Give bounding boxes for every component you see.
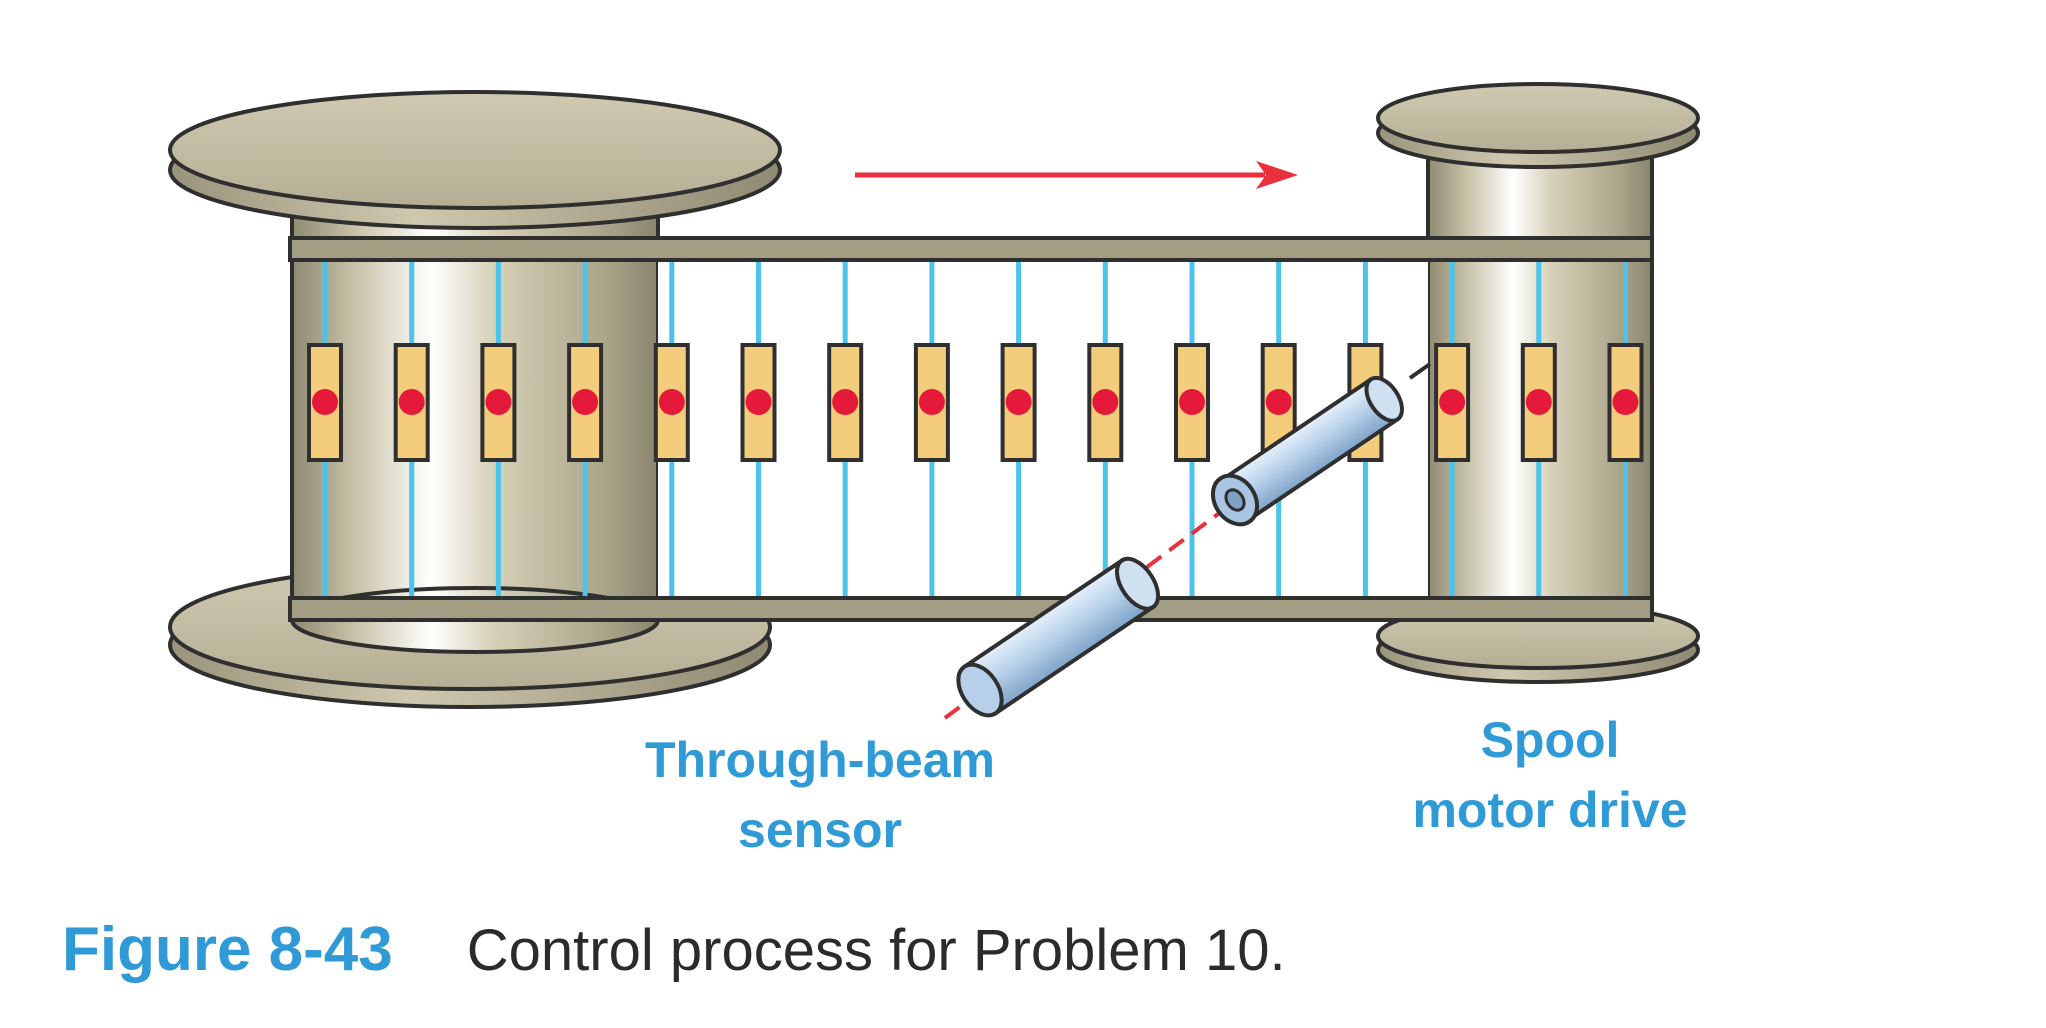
tape-component — [1000, 343, 1037, 462]
component-dot — [1179, 389, 1205, 415]
spool-motor-drive-label-line2: motor drive — [1412, 782, 1688, 838]
figure-caption: Figure 8-43 Control process for Problem … — [62, 905, 1286, 995]
tape-component — [1087, 343, 1124, 462]
component-dot — [1092, 389, 1119, 415]
spool-motor-drive-label-line1: Spool — [1480, 712, 1620, 768]
tape-component — [653, 343, 690, 462]
tape-top-rail — [288, 236, 1654, 262]
component-dot — [485, 389, 512, 415]
tape-component — [1434, 343, 1471, 462]
component-dot — [745, 389, 772, 415]
figure-number: Figure 8-43 — [62, 915, 393, 984]
component-dot — [832, 389, 859, 415]
tape-component — [913, 343, 950, 462]
through-beam-sensor-label-line2: sensor — [738, 802, 902, 858]
component-dot — [1005, 389, 1032, 415]
tape-component — [1174, 343, 1210, 462]
through-beam-sensor — [943, 362, 1432, 720]
through-beam-sensor-label: Through-beam sensor — [600, 725, 1040, 865]
component-dot — [1439, 389, 1466, 415]
through-beam-emitter — [956, 556, 1161, 718]
tape-component — [827, 343, 864, 462]
caption-text: Control process for Problem 10. — [466, 918, 1286, 983]
component-dot — [658, 389, 685, 415]
tape-component — [1520, 343, 1557, 462]
component-dot — [312, 389, 338, 415]
through-beam-sensor-label-line1: Through-beam — [645, 732, 995, 788]
tape-bottom-rail — [288, 596, 1654, 622]
component-dot — [572, 389, 599, 415]
tape-component — [307, 343, 343, 462]
left-reel-top-disc — [168, 90, 782, 210]
tape-component — [567, 343, 604, 462]
tape-component — [480, 343, 517, 462]
spool-motor-drive-label: Spool motor drive — [1370, 705, 1730, 845]
tape-component — [393, 343, 430, 462]
component-dot — [918, 389, 945, 415]
component-dot — [1265, 389, 1292, 415]
through-beam-receiver — [1210, 375, 1404, 527]
tape-component — [1607, 343, 1644, 462]
component-dot — [1525, 389, 1552, 415]
component-dot — [398, 389, 425, 415]
direction-arrow-right — [855, 161, 1298, 189]
tape-component — [740, 343, 777, 462]
component-dot — [1612, 389, 1639, 415]
right-reel-top-disc — [1376, 82, 1700, 154]
